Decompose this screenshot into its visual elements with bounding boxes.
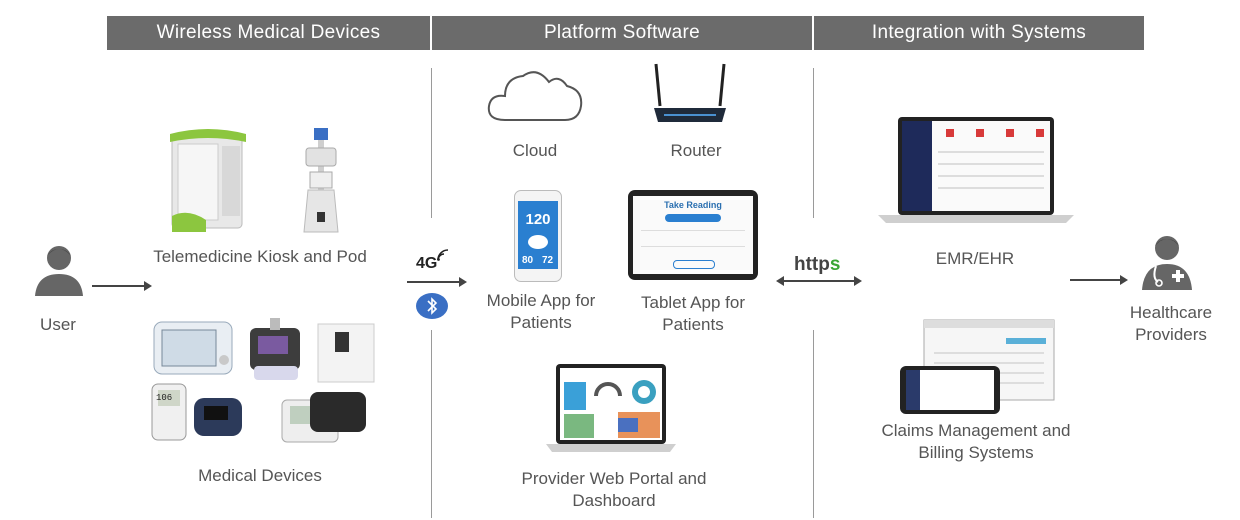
user-label: User	[40, 315, 76, 334]
https-prefix: http	[794, 254, 830, 275]
claims-devices-image	[900, 319, 1055, 414]
mobile-app-label: Mobile App for Patients	[486, 291, 596, 332]
signal-icon	[437, 249, 449, 261]
mobile-phone-image: 120 80 72	[514, 190, 562, 282]
https-label: https	[794, 254, 840, 276]
medical-devices-image	[151, 318, 375, 443]
arrow-user-to-devices	[92, 281, 152, 291]
phone-left-reading: 80	[522, 255, 534, 266]
tablet-image: Take Reading	[628, 190, 758, 280]
user-icon	[35, 246, 83, 296]
arrow-platform-integration	[776, 276, 862, 286]
arrow-devices-to-platform	[407, 277, 467, 287]
tablet-toggle	[665, 214, 721, 222]
telemedicine-pod-image	[303, 128, 339, 233]
healthcare-provider-icon	[1142, 236, 1192, 290]
https-secure-suffix: s	[829, 254, 841, 275]
kiosk-label: Telemedicine Kiosk and Pod	[153, 247, 367, 266]
divider-left-top	[431, 68, 432, 218]
tablet-screen: Take Reading	[633, 196, 753, 274]
phone-screen: 120 80 72	[518, 201, 558, 269]
header-wireless-devices: Wireless Medical Devices	[107, 16, 430, 50]
providers-label: Healthcare Providers	[1129, 303, 1213, 344]
divider-right-bottom	[813, 330, 814, 518]
bluetooth-icon	[416, 293, 448, 319]
emr-label: EMR/EHR	[935, 249, 1015, 268]
router-label: Router	[670, 141, 722, 160]
medical-devices-label: Medical Devices	[198, 466, 322, 485]
tablet-row	[641, 230, 745, 231]
web-portal-label: Provider Web Portal and Dashboard	[521, 469, 707, 510]
tablet-row	[641, 246, 745, 247]
telemedicine-kiosk-image	[170, 129, 246, 232]
tablet-submit-button	[673, 260, 715, 269]
phone-top-reading: 120	[525, 211, 551, 228]
phone-right-reading: 72	[542, 255, 554, 266]
arrow-emr-to-providers	[1070, 275, 1128, 285]
emr-laptop-image	[878, 117, 1074, 223]
claims-label: Claims Management and Billing Systems	[881, 421, 1071, 462]
header-integration: Integration with Systems	[814, 16, 1144, 50]
provider-portal-laptop-image	[546, 364, 676, 452]
router-image	[654, 63, 726, 122]
tablet-app-label: Tablet App for Patients	[641, 293, 745, 334]
phone-heart-badge	[528, 235, 548, 249]
cloud-label: Cloud	[512, 141, 558, 160]
divider-right-top	[813, 68, 814, 218]
divider-left-bottom	[431, 330, 432, 518]
glucometer-readout: 106	[156, 393, 173, 403]
cellular-4g-label: 4G	[416, 255, 438, 272]
tablet-screen-title: Take Reading	[664, 200, 722, 210]
cloud-icon	[487, 71, 583, 121]
header-platform-software: Platform Software	[432, 16, 812, 50]
